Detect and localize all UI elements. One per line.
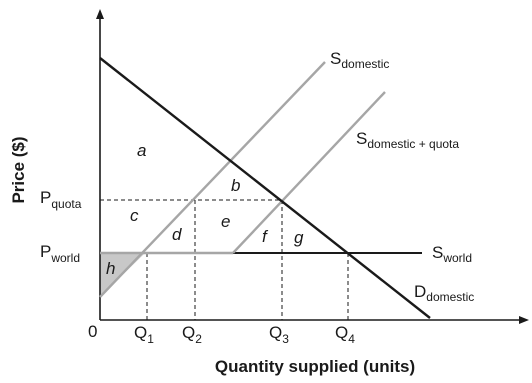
domestic-supply-curve [99,61,326,298]
region-b: b [231,176,240,195]
region-e: e [221,212,230,231]
region-d: d [172,225,182,244]
region-f: f [262,227,269,246]
region-g: g [294,228,304,247]
tick-q4: Q4 [335,323,355,346]
label-s-domestic-quota: Sdomestic + quota [356,129,459,151]
tick-p-quota: Pquota [40,188,82,211]
region-h: h [106,259,115,278]
region-a: a [137,141,146,160]
origin-label: 0 [88,322,97,341]
tick-q1: Q1 [134,323,154,346]
domestic-plus-quota-supply-curve [232,91,386,254]
region-c: c [130,206,139,225]
y-axis-title: Price ($) [9,136,28,203]
domestic-demand-curve [99,57,431,319]
label-s-domestic: Sdomestic [330,49,389,71]
dashed-guides [100,199,349,320]
tick-p-world: Pworld [40,242,80,265]
tick-q3: Q3 [269,323,289,346]
x-axis-title: Quantity supplied (units) [215,357,415,376]
label-d-domestic: Ddomestic [414,282,474,304]
label-s-world: Sworld [432,243,472,265]
tick-q2: Q2 [182,323,202,346]
